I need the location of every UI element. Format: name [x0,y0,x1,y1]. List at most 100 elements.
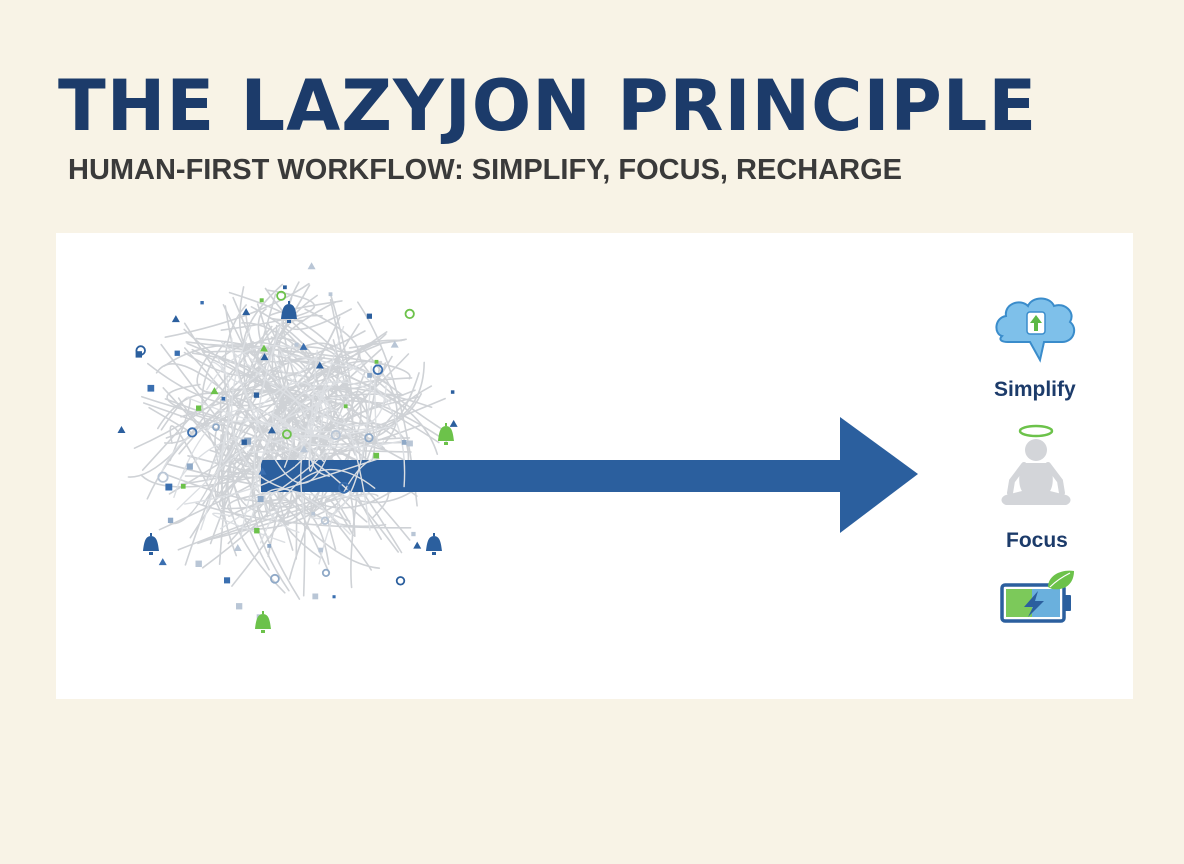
tangle-line [312,409,371,531]
tangle-line [324,498,355,550]
tangle-line [197,493,379,545]
tangle-line [216,349,275,384]
tangle-line [247,411,303,453]
square-icon [311,511,315,516]
circle-icon [135,345,146,356]
bell-icon [255,611,271,633]
square-icon [174,350,180,356]
square-icon [401,440,407,445]
tangle-line [178,360,345,455]
tangle-line [374,369,385,448]
triangle-icon [117,425,126,433]
tangle-line [253,320,300,533]
triangle-icon [307,262,316,270]
square-icon [224,577,231,584]
square-icon [200,301,204,305]
triangle-icon [300,445,309,453]
square-icon [236,603,243,610]
tangle-line [211,381,323,466]
brain-cloud-arrow-up-icon [995,297,1076,363]
tangle-line [240,380,393,538]
tangle-line [308,349,325,472]
triangle-icon [171,315,180,323]
square-icon [289,460,295,467]
tangle-line [176,424,294,511]
square-icon [257,496,264,502]
tangle-line [272,354,396,437]
transformation-arrow [261,417,918,533]
tangle-line [259,468,376,544]
triangle-icon [233,543,242,551]
square-icon [254,528,260,534]
circle-icon [372,364,384,376]
square-icon [367,373,372,378]
square-icon [186,463,193,470]
tangle-line [267,331,388,559]
tangle-line [349,338,407,349]
tangle-line [359,345,398,444]
square-icon [332,595,336,599]
tangle-line [300,361,365,518]
triangle-icon [158,558,167,566]
square-icon [241,439,247,445]
tangle-line [202,358,263,478]
square-icon [180,484,186,489]
square-icon [366,313,372,319]
tangle-line [220,393,404,557]
square-icon [373,452,380,459]
tangle-line [200,360,231,531]
tangle-line [244,457,380,502]
circle-icon [395,576,406,586]
triangle-icon [390,340,399,348]
tangle-line [272,354,393,379]
triangle-icon [299,342,308,350]
square-icon [267,544,272,548]
circle-icon [320,516,330,525]
diagram-canvas [117,262,1076,633]
tangle-line [339,359,406,488]
circle-icon [157,471,169,483]
tangle-line [169,293,277,525]
triangle-icon [242,308,251,316]
triangle-icon [210,387,219,395]
circle-icon [330,429,341,441]
triangle-icon [260,353,269,361]
tangle-line [299,400,373,433]
tangle-line [212,512,286,543]
chaos-tangle-overlay [160,320,406,565]
bell-icon [281,301,297,323]
circle-icon [404,308,415,320]
tangle-line [267,323,360,558]
circle-icon [187,427,198,438]
tangle-line [206,345,302,391]
triangle-icon [259,344,268,352]
square-icon [283,285,287,290]
tangle-line [309,387,440,444]
circle-icon [338,482,350,494]
tangle-line [195,502,412,529]
arrow-head [840,417,918,533]
tangle-line [184,350,312,505]
halo [1018,424,1054,438]
battery-leaf-icon [1000,570,1074,623]
square-icon [343,404,348,409]
tangle-line [318,458,373,565]
square-icon [259,298,264,303]
tangle-line [319,390,369,496]
triangle-icon [413,541,422,549]
arrow-shaft [261,460,846,492]
tangle-line [284,281,352,331]
square-icon [147,384,155,392]
tangle-line [220,341,387,427]
tangle-line [184,342,353,566]
chaos-icons [117,262,458,633]
tangle-line [219,341,356,456]
tangle-line [267,395,350,428]
square-icon [221,396,226,401]
circle-icon [281,429,292,440]
triangle-icon [449,419,458,427]
tangle-line [350,360,382,589]
tangle-line [241,322,379,445]
square-icon [196,405,202,411]
page-subtitle: HUMAN-FIRST WORKFLOW: SIMPLIFY, FOCUS, R… [68,154,902,186]
